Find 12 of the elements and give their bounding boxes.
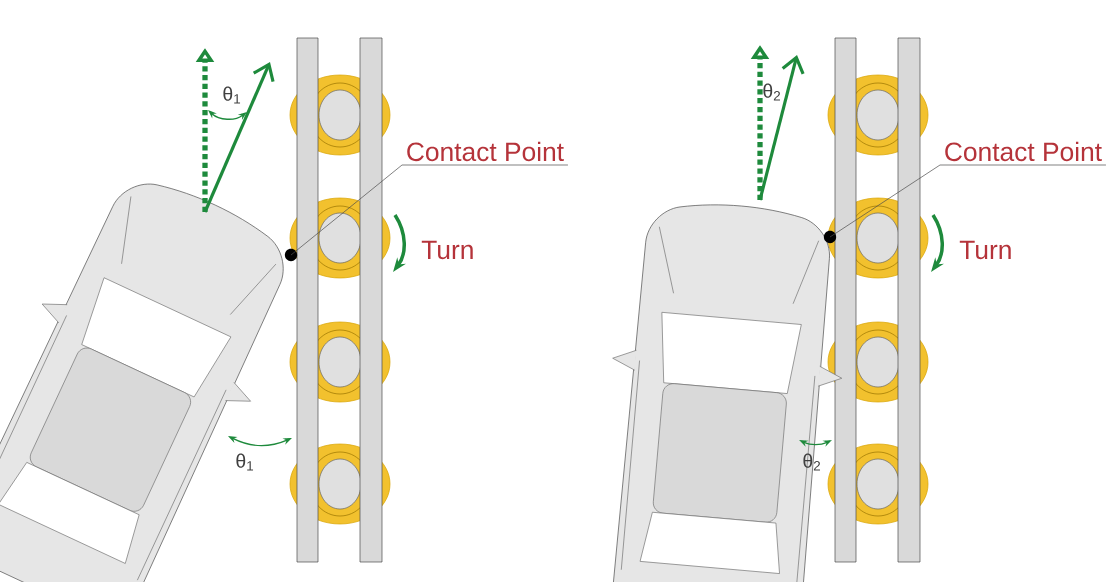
contact-point [284, 248, 298, 262]
angle-label: θ$_{2}$ [803, 453, 820, 471]
angle-label: θ$_{1}$ [236, 453, 254, 471]
angle-label: θ$_{2}$ [763, 83, 780, 101]
contact-point [823, 230, 837, 244]
turn-label: Turn [959, 240, 1011, 260]
callout-label: Contact Point [407, 141, 564, 162]
turn-label: Turn [421, 240, 473, 260]
leader-line [829, 164, 1107, 238]
callout-label: Contact Point [945, 141, 1102, 162]
leader-line [290, 164, 569, 256]
angle-label: θ$_{1}$ [223, 86, 241, 104]
